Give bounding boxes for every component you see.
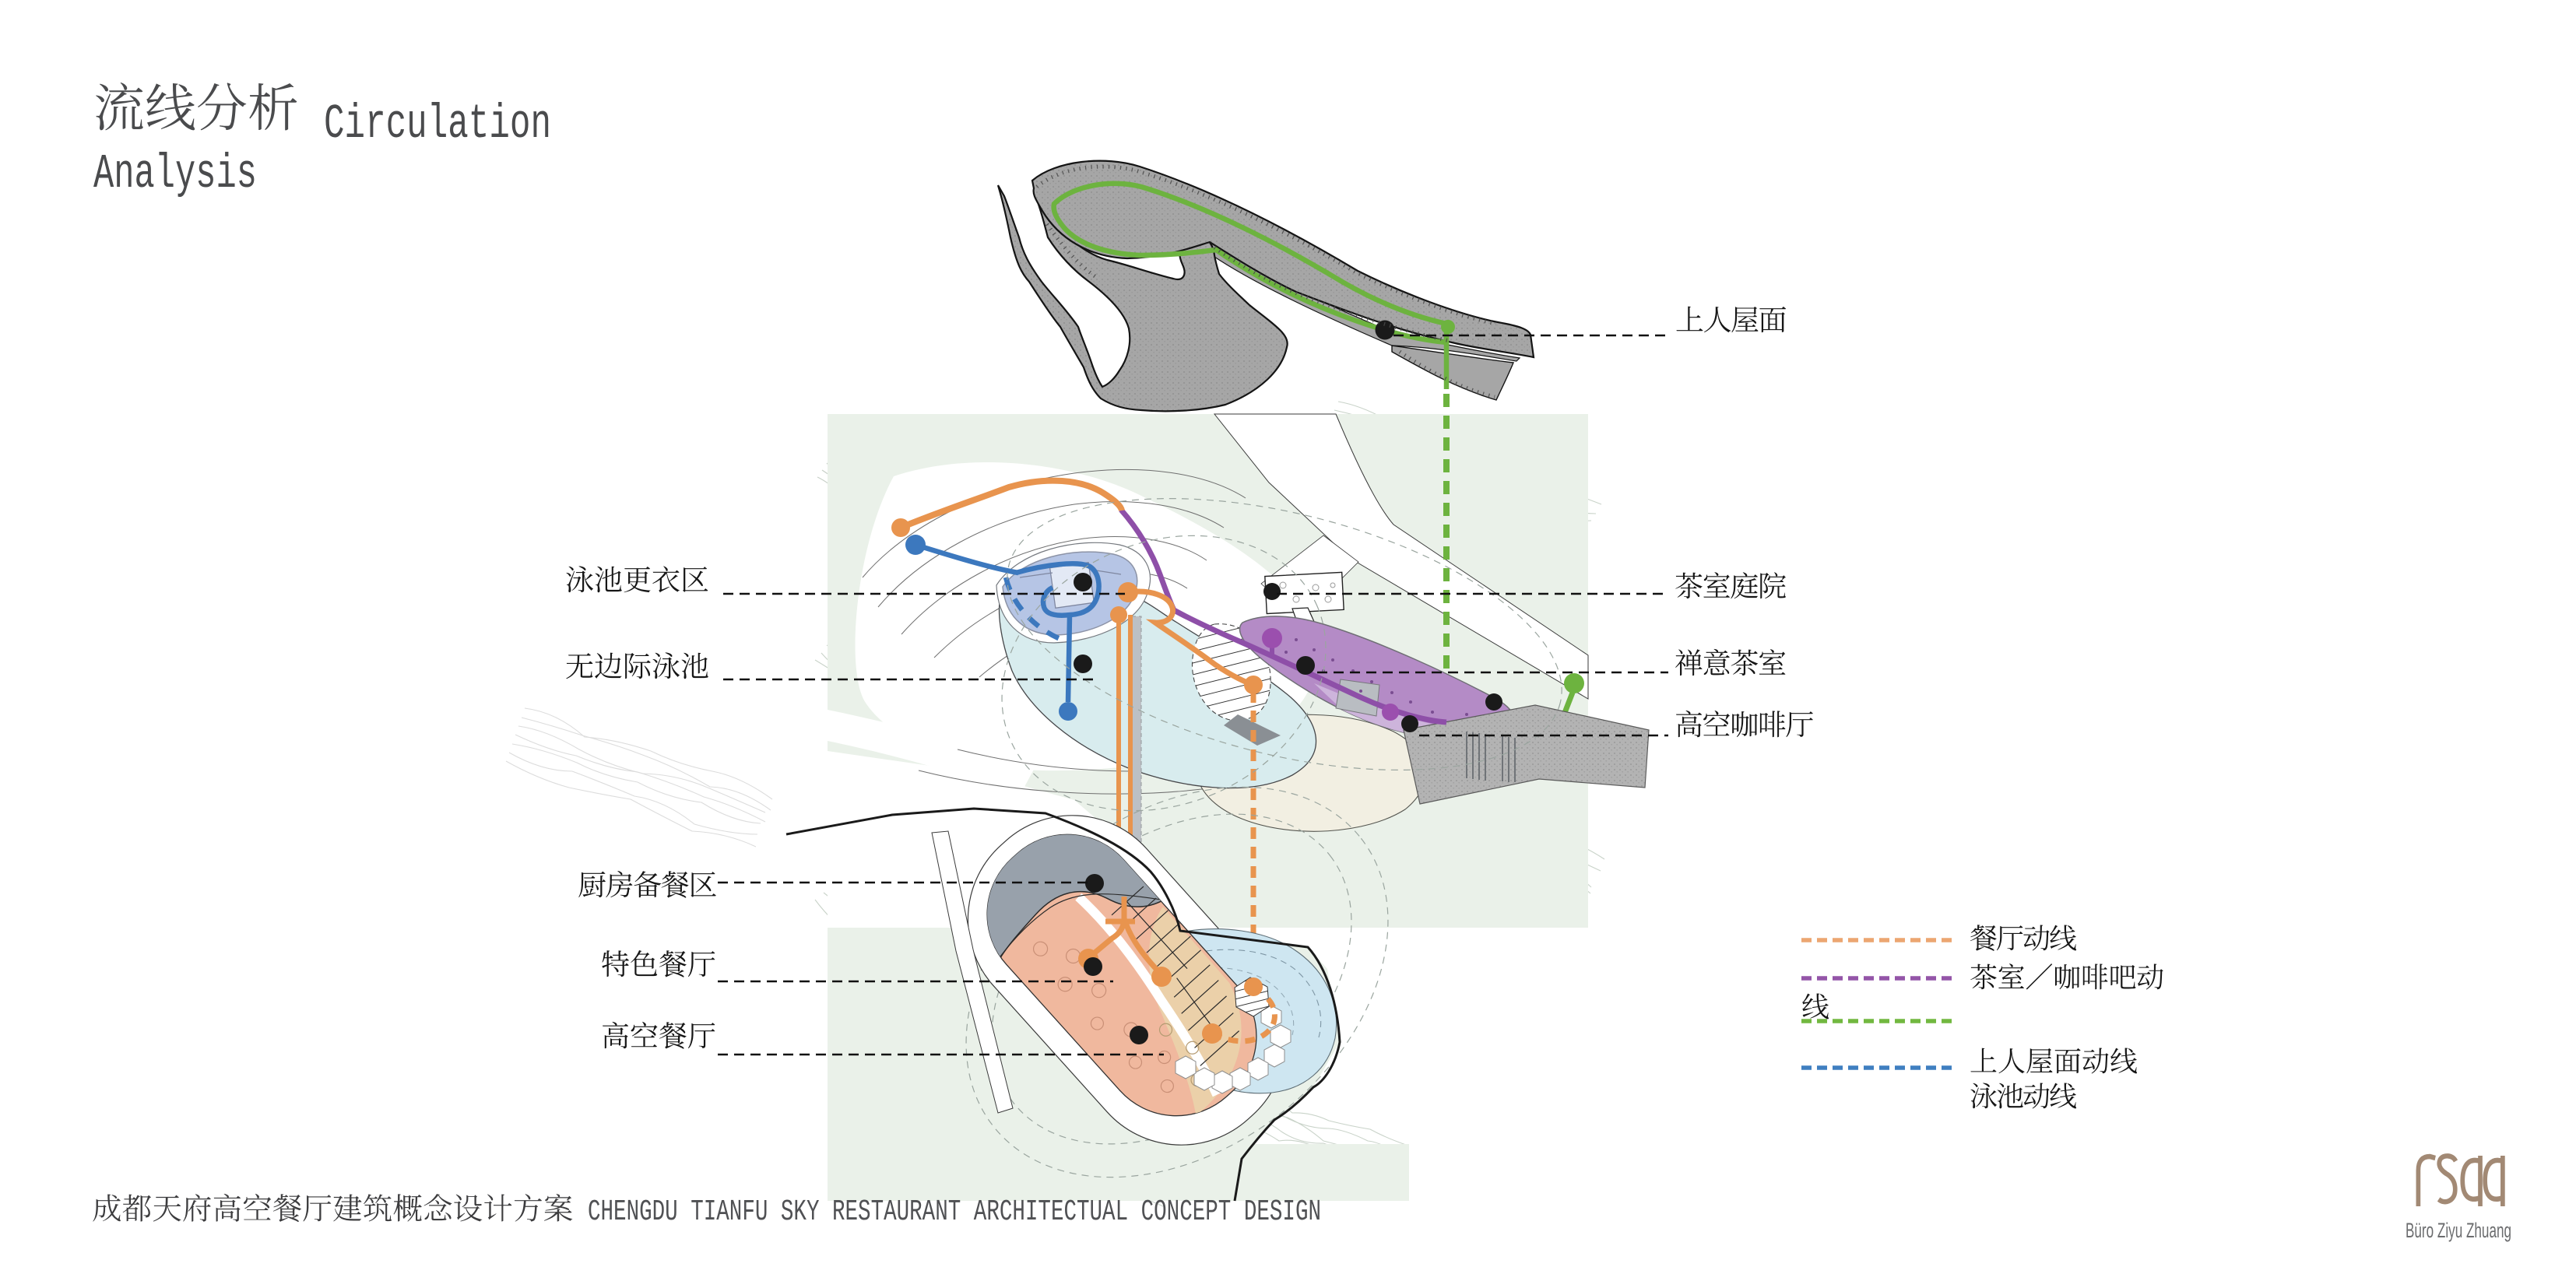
svg-text:Büro Ziyu Zhuang: Büro Ziyu Zhuang — [2406, 1219, 2511, 1242]
svg-text:Analysis: Analysis — [93, 146, 257, 202]
svg-text:Circulation: Circulation — [324, 97, 551, 152]
svg-text:CHENGDU TIANFU SKY RESTAURANT: CHENGDU TIANFU SKY RESTAURANT ARCHITECTU… — [588, 1195, 1321, 1229]
